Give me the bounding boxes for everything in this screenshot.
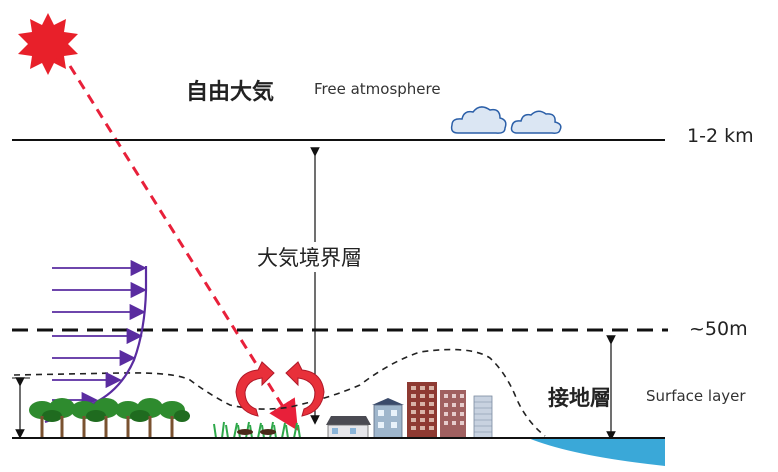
cloud-icon [450,106,562,134]
boundary-layer-label: 大気境界層 [253,242,366,272]
internal-boundary-dashed-line [13,348,546,437]
surface-layer-label-jp: 接地層 [548,386,611,410]
house-icon [326,398,404,439]
grass-icon [213,421,301,439]
free-atmosphere-label-en: Free atmosphere [314,80,441,98]
surface-layer-label-en: Surface layer [646,387,746,405]
building-icon [407,382,493,439]
sun-icon [18,13,78,75]
curved-arrow-icon [235,361,325,417]
top-altitude-label: 1-2 km [687,125,754,147]
sun-ray-dashed-line [68,65,298,431]
water-icon [528,438,665,466]
surface-altitude-label: ~50m [689,318,748,340]
tree-icon [29,398,190,438]
free-atmosphere-label-jp: 自由大気 [186,80,275,105]
soil-patch [237,429,276,435]
